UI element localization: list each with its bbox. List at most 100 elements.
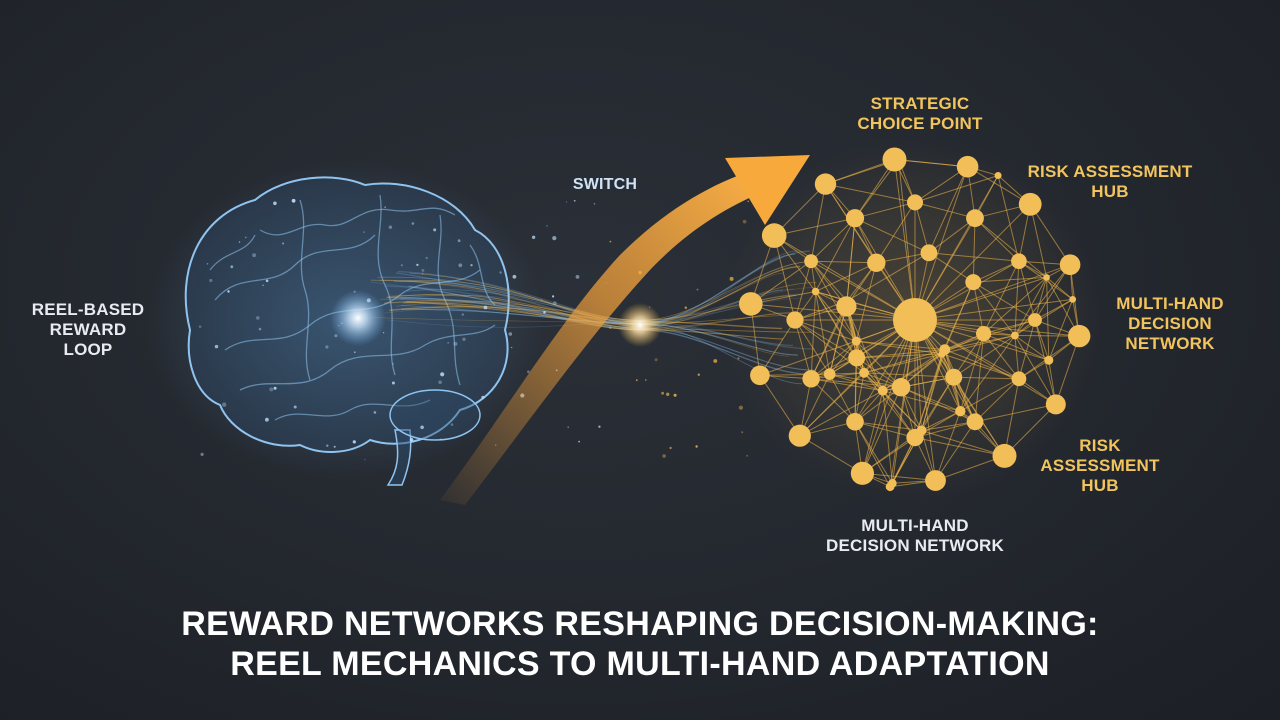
network-node: [925, 470, 946, 491]
particle: [209, 278, 213, 283]
network-edge: [983, 333, 1020, 380]
particle: [425, 256, 428, 260]
network-edge: [972, 282, 985, 334]
brain-gyrus: [214, 234, 376, 301]
network-node: [966, 209, 984, 228]
network-node: [850, 461, 875, 485]
network-edge: [921, 353, 943, 431]
particle: [527, 370, 530, 374]
network-edge: [967, 166, 1031, 205]
network-node: [845, 209, 865, 228]
network-edge: [810, 291, 817, 379]
network-edge: [815, 291, 857, 342]
network-edge: [794, 319, 831, 375]
particle: [282, 242, 285, 245]
network-edge: [855, 340, 902, 388]
network-edge: [1004, 404, 1057, 457]
network-edge: [1014, 277, 1048, 336]
network-edge: [944, 335, 1015, 351]
network-node: [992, 443, 1017, 468]
particle: [661, 391, 664, 395]
network-edge: [863, 372, 922, 431]
page-title: REWARD NETWORKS RESHAPING DECISION-MAKIN…: [181, 605, 1099, 683]
particle: [609, 240, 612, 243]
particle: [392, 363, 394, 365]
network-edge: [759, 319, 796, 376]
particle: [609, 326, 612, 329]
network-edge: [914, 201, 976, 219]
network-edge: [855, 340, 884, 391]
network-edge: [854, 217, 930, 254]
network-edge: [794, 261, 812, 321]
particle: [695, 445, 698, 448]
network-node: [920, 244, 938, 262]
network-node: [885, 482, 895, 492]
network-edge: [811, 372, 865, 380]
particle: [363, 231, 365, 233]
particle: [578, 440, 580, 443]
particle: [645, 379, 647, 381]
network-edge: [846, 252, 930, 302]
network-edge: [983, 277, 1047, 334]
network-node: [907, 194, 923, 211]
network-node: [836, 296, 857, 317]
network-edge: [1034, 319, 1050, 361]
brain-gyrus: [259, 207, 456, 236]
network-edge: [799, 373, 831, 436]
network-edge: [900, 386, 976, 423]
particle: [684, 306, 687, 309]
network-node: [846, 413, 864, 431]
network-edge: [829, 340, 857, 375]
network-edge: [863, 372, 916, 438]
network-edge: [811, 260, 877, 264]
label-strategic-choice-point: STRATEGIC CHOICE POINT: [857, 94, 983, 134]
network-edge: [1048, 299, 1074, 361]
network-edge: [898, 159, 916, 321]
network-edge: [974, 217, 1047, 278]
particle: [255, 316, 260, 320]
particle: [433, 228, 437, 232]
particle: [462, 337, 466, 341]
particle: [400, 264, 403, 267]
network-edge: [854, 386, 902, 423]
particle: [543, 310, 546, 314]
network-edge: [855, 262, 877, 342]
particle: [458, 263, 463, 268]
particle: [470, 264, 473, 267]
particle: [262, 284, 264, 287]
network-edge: [894, 159, 916, 321]
brain-gyrus: [377, 194, 396, 376]
particle: [326, 444, 329, 447]
network-edge: [875, 202, 916, 264]
network-edge: [810, 260, 848, 302]
particle: [366, 298, 371, 303]
particle: [245, 236, 247, 239]
network-node: [1068, 324, 1091, 348]
brain-gyrus: [469, 244, 496, 306]
network-edge: [799, 435, 863, 474]
particle: [440, 372, 445, 377]
network-edge: [1046, 277, 1050, 361]
network-edge: [914, 421, 976, 439]
network-node: [750, 365, 770, 386]
particle: [541, 299, 543, 301]
cerebellum: [389, 389, 481, 441]
particle: [669, 446, 672, 450]
network-node: [867, 253, 886, 272]
network-node: [893, 298, 937, 342]
network-node: [788, 424, 811, 447]
network-edge: [1029, 204, 1048, 278]
network-edge: [983, 260, 1020, 334]
particle: [439, 438, 442, 441]
network-edge: [794, 319, 857, 359]
particle: [438, 380, 442, 385]
particle: [531, 235, 536, 239]
particle-field: [198, 198, 749, 461]
network-edge: [935, 411, 961, 481]
particle: [391, 381, 395, 385]
network-node: [1011, 253, 1027, 269]
network-node: [1028, 313, 1042, 327]
particle: [269, 387, 274, 392]
network-edge: [815, 291, 831, 375]
network-edge: [928, 217, 976, 254]
